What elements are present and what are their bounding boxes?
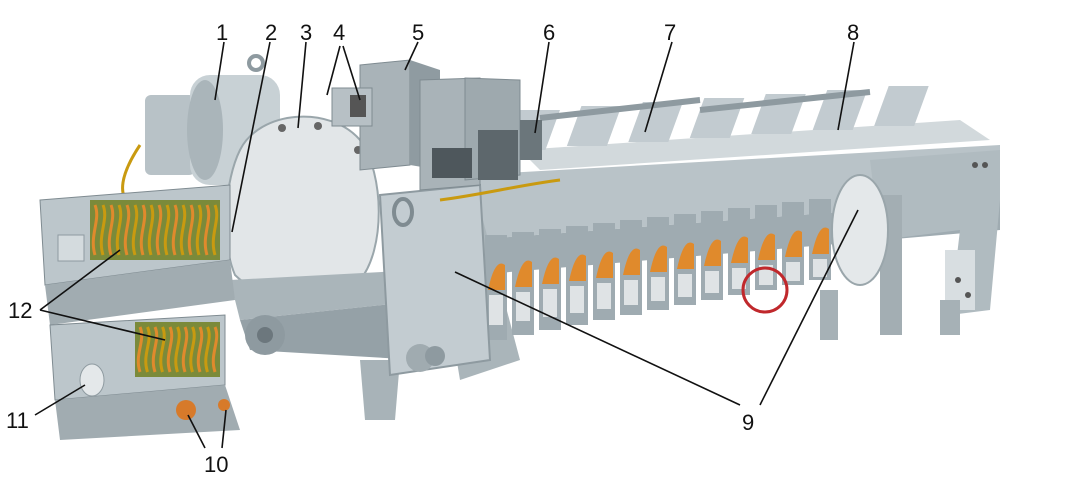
- callout-11: 11: [6, 408, 29, 433]
- callout-8: 8: [847, 20, 859, 45]
- callout-12: 12: [8, 298, 32, 323]
- callout-9: 9: [742, 410, 754, 435]
- coil-winding: [163, 204, 171, 256]
- callout-1: 1: [216, 20, 228, 45]
- coil-winding: [115, 204, 123, 256]
- leader-lines: [34, 41, 859, 449]
- copper-contact: [488, 263, 505, 290]
- coil-winding: [144, 326, 151, 373]
- copper-contact: [731, 236, 748, 263]
- callout-labels: 1 2 3 4 5 6 7 8 9 10 11 12: [6, 20, 859, 477]
- coil-winding: [91, 204, 99, 256]
- coil-winding: [107, 204, 115, 256]
- coil-winding: [203, 204, 211, 256]
- coil-cabinet-upper: [39, 184, 235, 325]
- copper-contact: [677, 242, 694, 269]
- callout-10: 10: [204, 452, 228, 477]
- coil-winding: [136, 326, 144, 373]
- copper-contact: [542, 257, 559, 284]
- copper-contact: [650, 245, 667, 272]
- highlight-ring: [741, 266, 789, 314]
- coil-winding: [179, 204, 187, 256]
- coil-winding: [204, 326, 211, 373]
- copper-contact: [704, 239, 721, 266]
- copper-contact: [812, 227, 829, 254]
- contact-plate: [678, 274, 692, 297]
- copper-contact: [596, 251, 613, 278]
- contact-slots: [485, 199, 831, 340]
- callout-6: 6: [543, 20, 555, 45]
- coil-winding: [131, 204, 139, 256]
- contact-plate: [516, 292, 530, 321]
- right-end-bracket: [870, 150, 1000, 335]
- coil-winding: [147, 204, 155, 256]
- copper-contact: [569, 254, 586, 281]
- copper-contact: [785, 230, 802, 257]
- coil-winding: [171, 204, 179, 256]
- callout-2: 2: [265, 20, 277, 45]
- coil-winding: [187, 204, 195, 256]
- contact-plate: [705, 271, 719, 293]
- coil-winding: [211, 204, 219, 256]
- coil-winding: [155, 204, 163, 256]
- coil-winding: [174, 326, 181, 373]
- contact-plate: [543, 289, 557, 317]
- connector-block: [432, 120, 542, 180]
- contact-plate: [651, 277, 665, 301]
- coil-winding: [151, 326, 159, 373]
- contact-plate: [597, 283, 611, 309]
- coil-winding: [195, 204, 203, 256]
- coil-winding: [139, 204, 147, 256]
- contact-plate: [786, 262, 800, 281]
- callout-5: 5: [412, 20, 424, 45]
- callout-7: 7: [664, 20, 676, 45]
- contact-plate: [813, 259, 827, 277]
- fan-wheel: [831, 174, 889, 286]
- copper-contact: [623, 248, 640, 275]
- callout-4: 4: [333, 20, 345, 45]
- coil-winding: [166, 326, 174, 373]
- gear-base: [230, 270, 430, 360]
- copper-contact: [515, 260, 532, 287]
- contact-plate: [489, 295, 503, 325]
- contact-plate: [624, 280, 638, 305]
- coil-winding: [123, 204, 131, 256]
- copper-contact: [758, 233, 775, 260]
- coil-winding: [181, 326, 189, 373]
- callout-3: 3: [300, 20, 312, 45]
- contact-plate: [759, 265, 773, 285]
- contact-plate: [570, 286, 584, 313]
- coil-winding: [189, 326, 196, 373]
- coil-cabinet-lower: [49, 314, 240, 440]
- side-frame-panel: [378, 183, 492, 377]
- coil-winding: [99, 204, 107, 256]
- coil-winding: [196, 326, 204, 373]
- coil-winding: [159, 326, 166, 373]
- coil-winding: [211, 326, 219, 373]
